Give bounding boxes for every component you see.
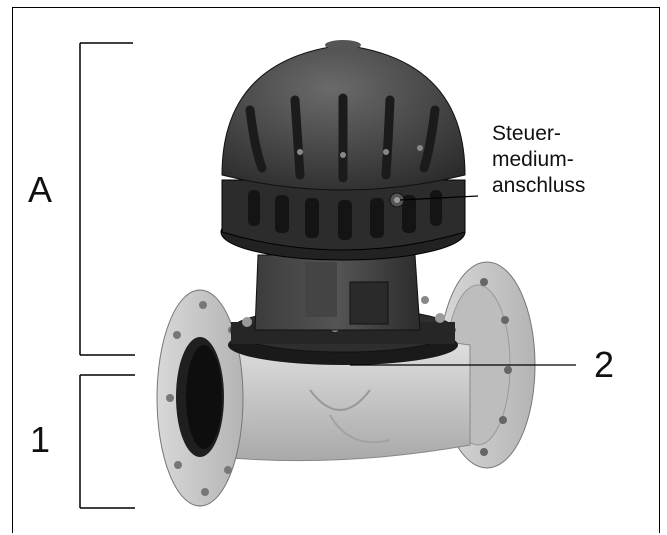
label-item-2: 2 [594, 344, 615, 385]
actuator-ring [220, 179, 466, 261]
figure-frame [12, 7, 660, 533]
yoke [254, 254, 421, 331]
label-section-a: A [28, 169, 53, 210]
control-port-line-2: medium- [492, 148, 574, 171]
control-port-line-3: anschluss [492, 174, 586, 197]
left-flange [156, 289, 244, 507]
leader-lines [350, 195, 576, 366]
actuator-cap [221, 40, 466, 191]
control-port-line-1: Steuer- [492, 122, 561, 145]
bracket-1 [79, 374, 135, 509]
bracket-a [79, 42, 135, 356]
label-control-port: Steuer- medium- anschluss [492, 121, 585, 199]
label-section-1: 1 [30, 419, 51, 460]
